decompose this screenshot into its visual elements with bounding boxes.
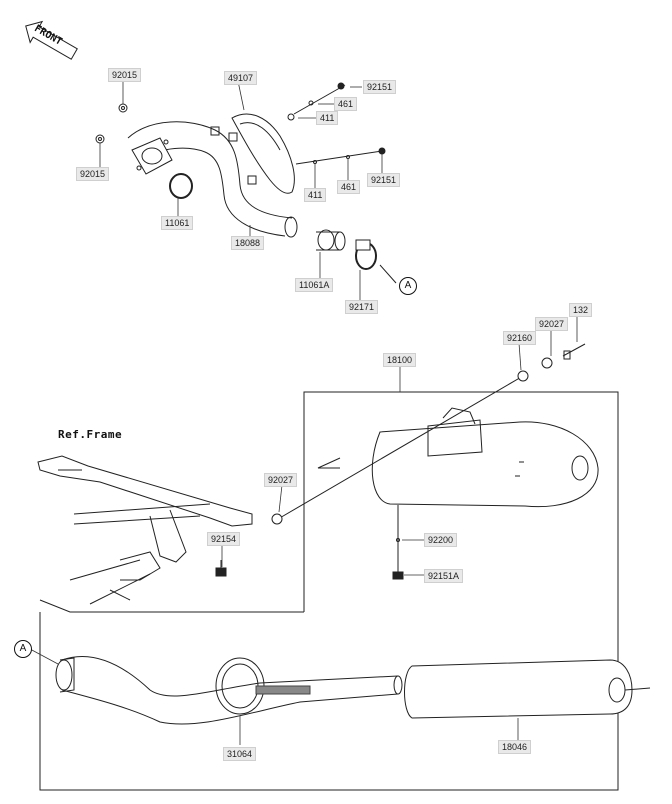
part-label-92027-top: 92027 (535, 317, 569, 331)
part-label-18100: 18100 (383, 353, 417, 367)
silencer (271, 343, 599, 580)
part-label-11061A: 11061A (295, 278, 334, 292)
collar-11061A (316, 229, 346, 251)
part-label-18088: 18088 (231, 236, 265, 250)
part-label-411-top: 411 (316, 111, 339, 125)
part-label-132: 132 (569, 303, 593, 317)
nut-92015-top (118, 103, 128, 113)
part-label-92171: 92171 (345, 300, 379, 314)
part-label-92015-top: 92015 (108, 68, 142, 82)
header-pipe (127, 121, 298, 238)
front-arrow-icon (25, 20, 78, 60)
part-label-461-bottom: 461 (337, 180, 361, 194)
part-label-92151-top: 92151 (363, 80, 397, 94)
part-label-92027-mid: 92027 (264, 473, 298, 487)
nut-92015-bot (95, 134, 105, 144)
callout-a-lower: A (14, 640, 32, 658)
offroad-pipe (55, 656, 651, 725)
part-label-92151A: 92151A (424, 569, 464, 583)
sub-frame (37, 455, 253, 605)
ref-frame-label: Ref.Frame (58, 428, 123, 441)
callout-a-upper: A (399, 277, 417, 295)
part-label-92154: 92154 (207, 532, 241, 546)
leader-lines (29, 80, 578, 745)
gasket-11061 (169, 173, 193, 199)
part-label-461-top: 461 (334, 97, 358, 111)
part-label-92015-bottom: 92015 (76, 167, 110, 181)
clamp-92171 (355, 239, 397, 284)
part-label-92200: 92200 (424, 533, 458, 547)
part-label-18046: 18046 (498, 740, 532, 754)
part-label-92160: 92160 (503, 331, 537, 345)
part-label-49107: 49107 (224, 71, 258, 85)
part-label-31064: 31064 (223, 747, 257, 761)
muffler-assembly-box (303, 391, 619, 612)
part-label-11061: 11061 (161, 216, 194, 230)
part-label-411-bottom: 411 (304, 188, 327, 202)
heat-guard-bolts (287, 82, 386, 165)
heat-guard (231, 113, 295, 194)
part-label-92151-mid: 92151 (367, 173, 401, 187)
